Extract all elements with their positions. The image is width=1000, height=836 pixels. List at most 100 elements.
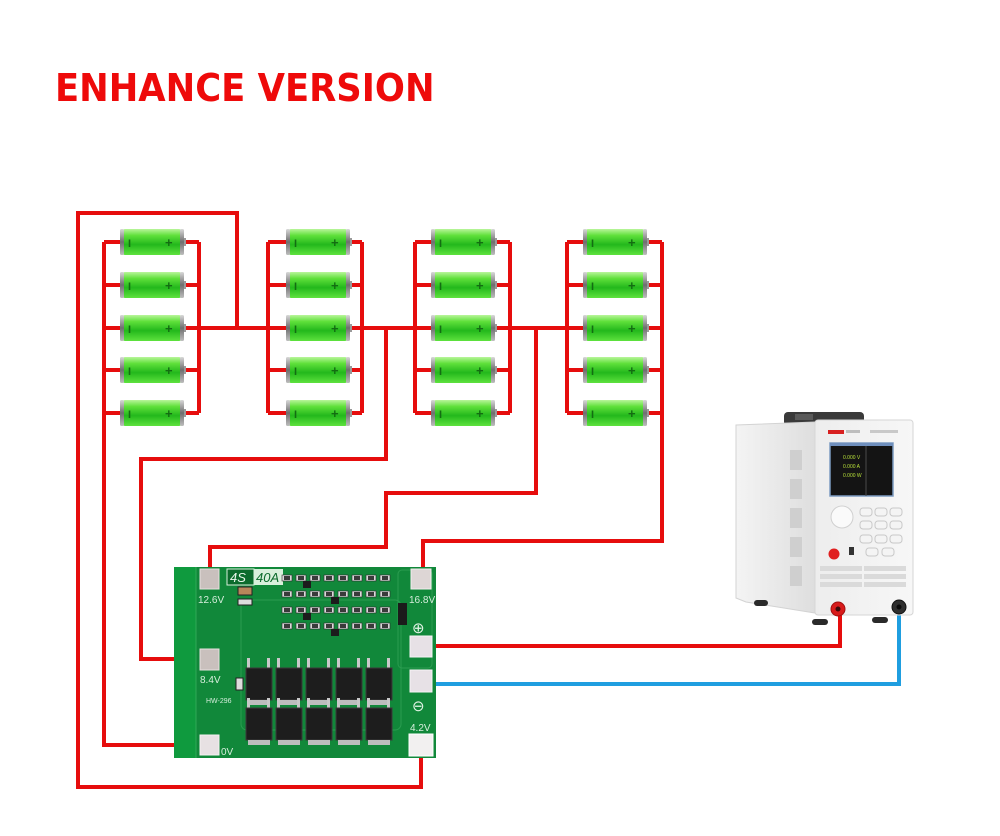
keypad-button[interactable] [859,520,873,530]
battery-cell: I+ [286,272,352,298]
battery-cap-negative [583,272,587,298]
battery-cap-negative [286,229,290,255]
mosfet-lead [337,698,340,708]
battery-positive-mark: + [476,363,484,378]
keypad-button[interactable] [865,547,879,557]
keypad-button[interactable] [889,507,903,517]
battery-negative-mark: I [128,281,131,293]
smd-resistor-core [340,624,346,628]
mosfet [335,667,363,701]
mosfet-tab [368,700,390,705]
keypad-button[interactable] [881,547,895,557]
mosfet [275,667,303,701]
mosfet-tab [368,740,390,745]
smd-transistor [331,597,339,604]
battery-negative-mark: I [294,366,297,378]
battery-cell: I+ [286,229,352,255]
mosfet-lead [387,698,390,708]
load-knob[interactable] [830,505,854,529]
battery-negative-mark: I [128,238,131,250]
smd-transistor [303,613,311,620]
smd-resistor-core [312,592,318,596]
battery-cell: I+ [120,315,186,341]
pcb-edge [174,567,196,758]
model-label: HW-296 [206,698,232,705]
keypad-button[interactable] [859,507,873,517]
smd-resistor-core [298,624,304,628]
mosfet-lead [327,658,330,668]
battery-cap-negative [583,400,587,426]
battery-nub [184,324,186,332]
power-button[interactable] [828,548,840,560]
mosfet-tab [278,700,300,705]
battery-cell: I+ [431,357,497,383]
mosfet-lead [367,658,370,668]
battery-nub [647,238,649,246]
battery-positive-mark: + [331,278,339,293]
bms-board: 4S 40A 12.6V 16.8V 8.4V 0V 4.2V HW-296 ⊕… [174,567,436,758]
battery-body [288,315,348,341]
battery-cap-positive [346,400,350,426]
battery-positive-mark: + [628,321,636,336]
keypad-button[interactable] [859,534,873,544]
smd-resistor-core [326,576,332,580]
keypad-button[interactable] [874,534,888,544]
battery-cap-positive [643,315,647,341]
smd-resistor-core [368,624,374,628]
battery-nub [495,238,497,246]
smd-resistor [235,677,244,691]
battery-nub [184,238,186,246]
smd-transistor [331,629,339,636]
mosfet [335,707,363,741]
battery-cell: I+ [583,315,649,341]
battery-pack: I+I+I+I+I+I+I+I+I+I+I+I+I+I+I+I+I+I+I+I+ [120,229,649,426]
smd-resistor-core [284,608,290,612]
battery-cap-negative [286,400,290,426]
keypad-button[interactable] [889,534,903,544]
red-wire-segment [208,328,538,579]
battery-positive-mark: + [165,363,173,378]
red-wire-segment [421,609,842,648]
battery-cap-negative [286,272,290,298]
battery-negative-mark: I [591,238,594,250]
mosfet-tab [278,740,300,745]
mosfet-tab [248,700,270,705]
mosfet-lead [277,658,280,668]
mosfet-tab [248,740,270,745]
smd-resistor-core [298,608,304,612]
label-0v: 0V [221,747,234,758]
battery-nub [495,409,497,417]
battery-negative-mark: I [294,238,297,250]
smd-resistor-core [340,592,346,596]
battery-nub [350,366,352,374]
pad-b-plus [409,635,433,658]
battery-body [288,400,348,426]
mosfet-lead [367,698,370,708]
mosfet-lead [307,698,310,708]
keypad-button[interactable] [889,520,903,530]
battery-negative-mark: I [294,281,297,293]
mosfet-tab [308,700,330,705]
keypad-button[interactable] [874,507,888,517]
page-title: ENHANCE VERSION [55,66,435,110]
battery-body [433,315,493,341]
battery-body [122,229,182,255]
smd-resistor-core [382,592,388,596]
battery-nub [184,366,186,374]
mosfet-lead [337,658,340,668]
battery-body [122,357,182,383]
battery-positive-mark: + [476,278,484,293]
smd-resistor-core [312,608,318,612]
battery-cap-negative [431,315,435,341]
mosfet [245,707,273,741]
battery-cap-positive [643,357,647,383]
battery-body [122,315,182,341]
battery-cap-negative [286,357,290,383]
keypad-button[interactable] [874,520,888,530]
battery-cell: I+ [286,400,352,426]
badge-current-box [254,569,283,585]
mosfet-lead [357,698,360,708]
battery-cap-negative [583,357,587,383]
battery-cell: I+ [431,272,497,298]
